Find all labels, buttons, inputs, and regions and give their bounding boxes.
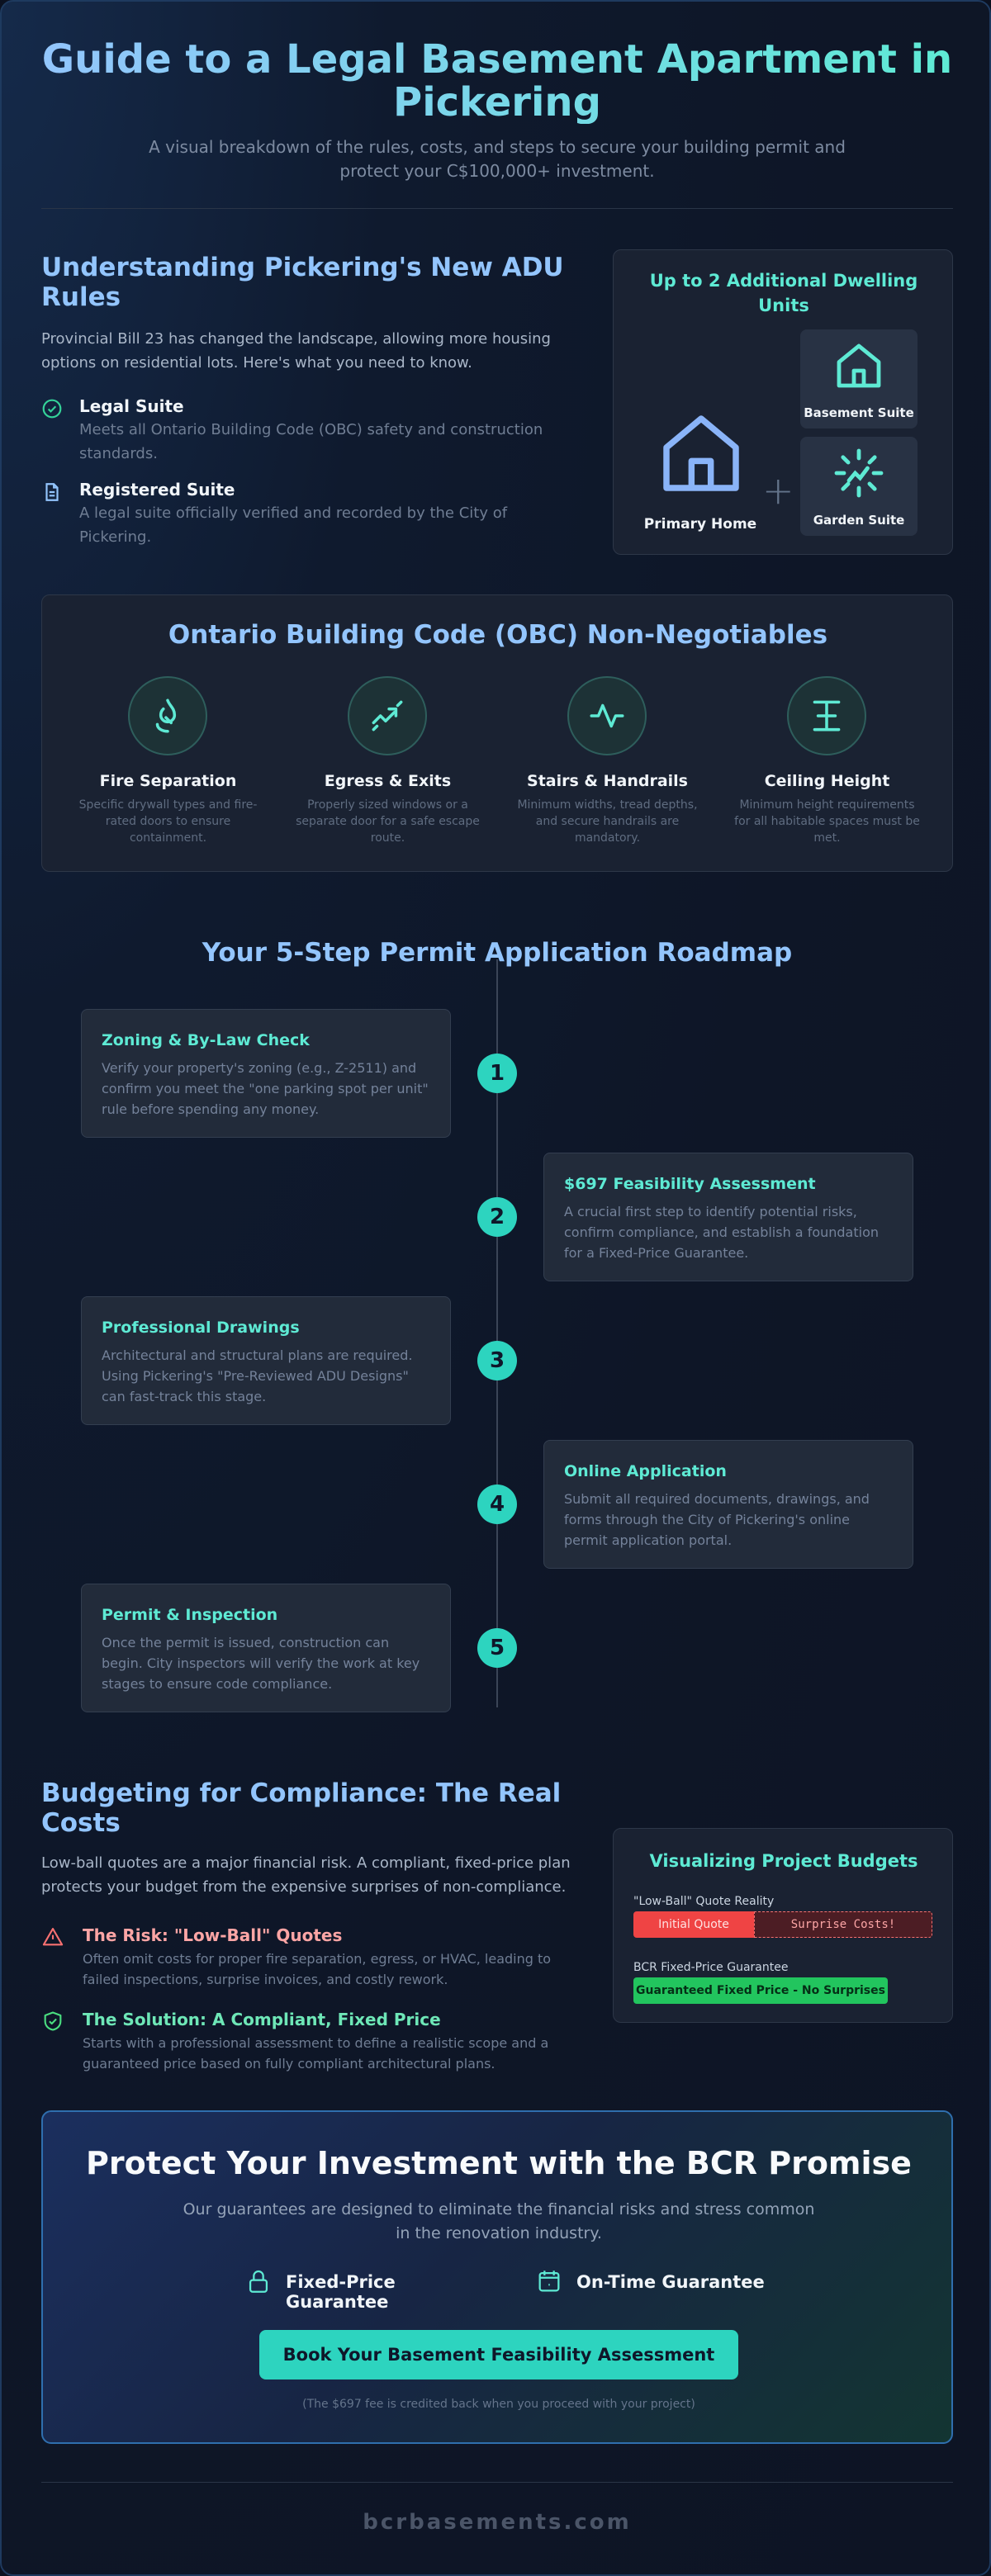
adu-item-desc: A legal suite officially verified and re… <box>79 504 508 546</box>
step-desc: Architectural and structural plans are r… <box>102 1347 413 1404</box>
pulse-icon <box>590 703 624 728</box>
cta-subtitle: Our guarantees are designed to eliminate… <box>183 2200 815 2242</box>
adu-card-title: Up to 2 Additional Dwelling Units <box>649 271 918 315</box>
obc-item-desc: Specific drywall types and fire-rated do… <box>78 798 258 845</box>
garden-suite-label: Garden Suite <box>813 513 905 528</box>
adu-item-desc: Meets all Ontario Building Code (OBC) sa… <box>79 421 543 462</box>
check-circle-icon <box>42 399 62 419</box>
document-icon <box>45 483 59 501</box>
basement-suite-label: Basement Suite <box>804 405 914 420</box>
step-desc: Verify your property's zoning (e.g., Z-2… <box>102 1060 429 1117</box>
roadmap-timeline-line <box>496 959 498 1707</box>
garden-sparkle-icon <box>834 448 884 498</box>
cta-title: Protect Your Investment with the BCR Pro… <box>86 2145 912 2181</box>
budget-intro: Low-ball quotes are a major financial ri… <box>41 1854 571 1896</box>
step-title: Zoning & By-Law Check <box>102 1031 310 1049</box>
adu-intro: Provincial Bill 23 has changed the lands… <box>41 330 551 372</box>
footer-divider <box>41 2482 953 2483</box>
lowball-label: "Low-Ball" Quote Reality <box>633 1895 775 1908</box>
obc-icon-wrap <box>787 676 866 755</box>
surprise-costs-bar: Surprise Costs! <box>754 1911 932 1938</box>
calendar-icon <box>538 2271 560 2292</box>
exit-arrows-icon <box>372 700 403 732</box>
step-desc: Submit all required documents, drawings,… <box>564 1491 870 1548</box>
roadmap-step-card: $697 Feasibility Assessment A crucial fi… <box>543 1153 913 1281</box>
step-number-badge: 5 <box>477 1628 517 1668</box>
step-desc: A crucial first step to identify potenti… <box>564 1204 880 1261</box>
budget-card: Visualizing Project Budgets "Low-Ball" Q… <box>613 1828 953 2023</box>
step-desc: Once the permit is issued, construction … <box>102 1635 420 1692</box>
risk-desc: Often omit costs for proper fire separat… <box>83 1951 552 1987</box>
risk-title: The Risk: "Low-Ball" Quotes <box>83 1925 343 1945</box>
step-number-badge: 3 <box>477 1341 517 1380</box>
guarantee-label: On-Time Guarantee <box>576 2272 765 2292</box>
step-title: Professional Drawings <box>102 1319 300 1337</box>
plus-icon: + <box>762 468 794 513</box>
step-number-badge: 1 <box>477 1054 517 1093</box>
step-title: $697 Feasibility Assessment <box>564 1175 816 1193</box>
roadmap-step-card: Permit & Inspection Once the permit is i… <box>81 1584 451 1712</box>
divider <box>41 208 953 209</box>
primary-home-icon <box>663 415 739 491</box>
bcr-guarantee-label: BCR Fixed-Price Guarantee <box>633 1961 789 1974</box>
obc-item-title: Stairs & Handrails <box>527 772 688 790</box>
basement-home-icon <box>837 343 881 388</box>
adu-item-title: Registered Suite <box>79 480 235 500</box>
obc-icon-wrap <box>567 676 647 755</box>
obc-heading: Ontario Building Code (OBC) Non-Negotiab… <box>168 620 828 650</box>
budget-heading: Budgeting for Compliance: The Real Costs <box>41 1778 562 1838</box>
step-number-badge: 4 <box>477 1485 517 1524</box>
obc-icon-wrap <box>348 676 427 755</box>
adu-item-title: Legal Suite <box>79 396 184 416</box>
initial-quote-bar: Initial Quote <box>633 1911 754 1938</box>
page-title: Guide to a Legal Basement Apartment in P… <box>35 38 960 124</box>
cta-fee-note: (The $697 fee is credited back when you … <box>302 2398 695 2411</box>
roadmap-step-card: Professional Drawings Architectural and … <box>81 1296 451 1425</box>
garden-suite-card: Garden Suite <box>800 437 918 536</box>
roadmap-step-card: Online Application Submit all required d… <box>543 1440 913 1569</box>
obc-item-desc: Properly sized windows or a separate doo… <box>296 798 480 845</box>
book-assessment-button[interactable]: Book Your Basement Feasibility Assessmen… <box>259 2330 738 2379</box>
warning-icon <box>42 1928 64 1946</box>
obc-item-desc: Minimum widths, tread depths, and secure… <box>517 798 698 845</box>
budget-card-title: Visualizing Project Budgets <box>649 1851 918 1871</box>
guarantee-fixed-price: Fixed-Price Guarantee <box>244 2266 500 2312</box>
height-icon <box>813 700 841 732</box>
lock-icon <box>249 2270 268 2293</box>
footer-domain-link[interactable]: bcrbasements.com <box>363 2510 632 2535</box>
obc-item-title: Ceiling Height <box>764 772 890 790</box>
shield-check-icon <box>44 2011 62 2031</box>
obc-item-desc: Minimum height requirements for all habi… <box>734 798 920 845</box>
page-subtitle: A visual breakdown of the rules, costs, … <box>149 137 846 181</box>
step-title: Permit & Inspection <box>102 1606 278 1624</box>
obc-icon-wrap <box>128 676 207 755</box>
obc-item-title: Fire Separation <box>99 772 237 790</box>
obc-section: Ontario Building Code (OBC) Non-Negotiab… <box>41 594 953 872</box>
solution-title: The Solution: A Compliant, Fixed Price <box>83 2010 441 2029</box>
solution-desc: Starts with a professional assessment to… <box>83 2035 549 2072</box>
guarantee-on-time: On-Time Guarantee <box>535 2266 775 2299</box>
adu-card: Up to 2 Additional Dwelling Units Primar… <box>613 249 953 555</box>
roadmap-step-card: Zoning & By-Law Check Verify your proper… <box>81 1009 451 1138</box>
primary-home-label: Primary Home <box>643 516 757 533</box>
flame-icon <box>155 698 177 733</box>
basement-suite-card: Basement Suite <box>800 329 918 429</box>
fixed-price-bar: Guaranteed Fixed Price - No Surprises <box>633 1977 888 2004</box>
cta-section: Protect Your Investment with the BCR Pro… <box>41 2110 953 2444</box>
guarantee-label: Fixed-Price Guarantee <box>286 2272 396 2312</box>
step-number-badge: 2 <box>477 1197 517 1237</box>
obc-item-title: Egress & Exits <box>324 772 452 790</box>
adu-heading: Understanding Pickering's New ADU Rules <box>41 253 564 312</box>
step-title: Online Application <box>564 1462 727 1480</box>
